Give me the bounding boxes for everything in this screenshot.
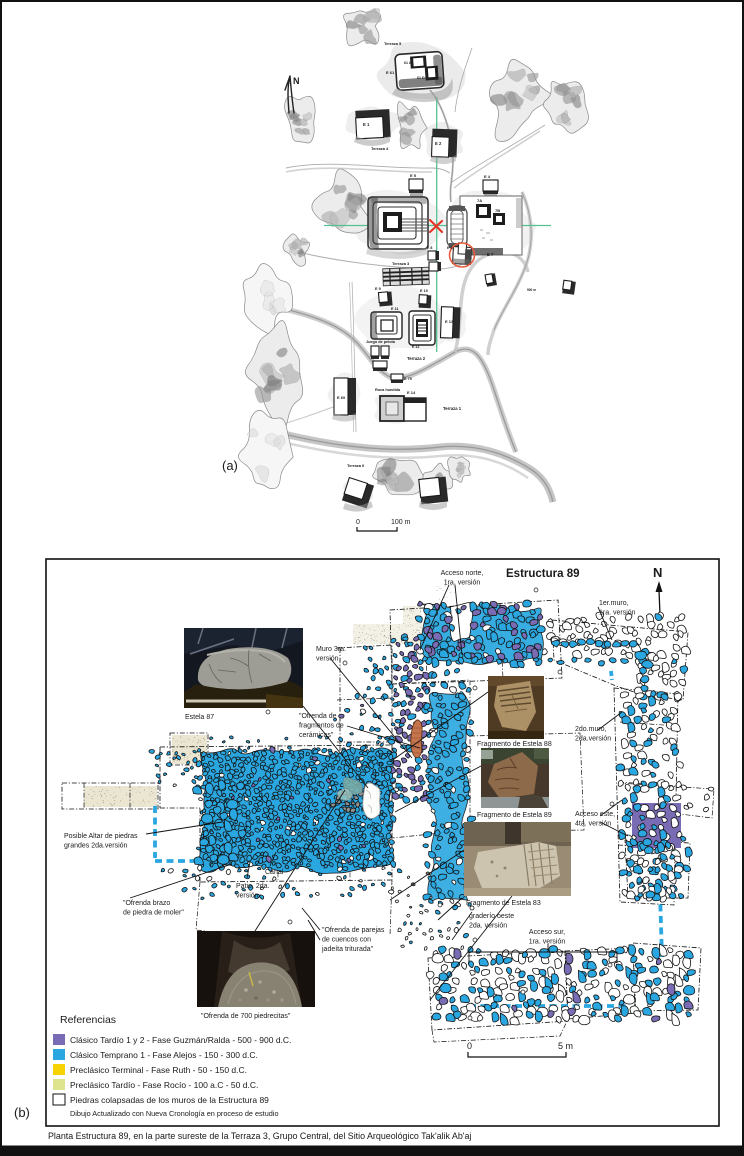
svg-text:E 60: E 60 — [337, 395, 346, 400]
svg-text:Acceso sur,: Acceso sur, — [529, 929, 565, 936]
svg-text:Dibujo Actualizado con Nueva C: Dibujo Actualizado con Nueva Cronología … — [70, 1109, 279, 1118]
svg-text:900 m: 900 m — [527, 288, 536, 292]
svg-text:de cuencos con: de cuencos con — [322, 937, 371, 944]
svg-text:100 m: 100 m — [391, 519, 411, 526]
svg-text:E 11: E 11 — [391, 307, 399, 311]
svg-text:"Ofrenda brazo: "Ofrenda brazo — [123, 900, 170, 907]
svg-text:E 1: E 1 — [363, 122, 370, 127]
svg-text:(a): (a) — [222, 458, 238, 473]
svg-text:Acceso este,: Acceso este, — [575, 811, 615, 818]
svg-text:E 13: E 13 — [445, 319, 454, 324]
svg-text:E 10: E 10 — [420, 289, 428, 293]
svg-text:Fragmento de Estela 88: Fragmento de Estela 88 — [477, 741, 552, 748]
svg-text:Estela 87: Estela 87 — [185, 714, 214, 721]
svg-text:(b): (b) — [14, 1105, 30, 1120]
svg-text:2da. versión: 2da. versión — [469, 923, 507, 930]
svg-text:jadeíta triturada": jadeíta triturada" — [321, 946, 374, 953]
svg-text:E 12: E 12 — [412, 345, 419, 349]
svg-text:7B: 7B — [495, 208, 500, 213]
svg-text:Juego de pelota: Juego de pelota — [366, 340, 396, 344]
svg-text:de piedra de moler": de piedra de moler" — [123, 910, 184, 917]
svg-text:"Ofrenda de parejas: "Ofrenda de parejas — [322, 927, 385, 934]
svg-text:"Ofrenda de: "Ofrenda de — [299, 713, 337, 720]
svg-text:Piedras colapsadas de los muro: Piedras colapsadas de los muros de la Es… — [70, 1095, 269, 1105]
svg-text:Preclásico Terminal - Fase Rut: Preclásico Terminal - Fase Ruth - 50 - 1… — [70, 1065, 247, 1075]
svg-text:2do.muro,: 2do.muro, — [575, 726, 607, 733]
svg-text:Preclásico Tardío - Fase Rocío: Preclásico Tardío - Fase Rocío - 100 a.C… — [70, 1080, 258, 1090]
svg-text:Fragmento de Estela 89: Fragmento de Estela 89 — [477, 812, 552, 819]
svg-text:E 79: E 79 — [404, 377, 412, 381]
svg-text:E 5: E 5 — [410, 173, 417, 178]
svg-text:Terraza 2: Terraza 2 — [407, 356, 426, 361]
svg-text:0: 0 — [467, 1041, 472, 1051]
svg-text:Clásico Temprano 1 - Fase Alej: Clásico Temprano 1 - Fase Alejos - 150 -… — [70, 1050, 258, 1060]
svg-text:61 A: 61 A — [404, 61, 412, 65]
svg-text:E 9: E 9 — [375, 287, 381, 291]
svg-text:1er.muro,: 1er.muro, — [599, 600, 629, 607]
svg-text:5 m: 5 m — [558, 1041, 573, 1051]
svg-text:Terraza 0: Terraza 0 — [347, 463, 365, 468]
svg-text:E 6: E 6 — [447, 246, 452, 250]
svg-text:Acceso norte,: Acceso norte, — [441, 570, 484, 577]
svg-text:Terraza 1: Terraza 1 — [443, 406, 462, 411]
svg-text:graderío oeste: graderío oeste — [469, 913, 514, 920]
svg-text:E 61: E 61 — [386, 70, 395, 75]
svg-text:Roca hundida: Roca hundida — [375, 388, 401, 392]
svg-text:Posible Altar de piedras: Posible Altar de piedras — [64, 833, 138, 840]
svg-text:Fragmento de Estela 83: Fragmento de Estela 83 — [466, 900, 541, 907]
svg-text:E 2: E 2 — [435, 141, 442, 146]
svg-text:E 8: E 8 — [427, 246, 432, 250]
svg-text:fragmentos de: fragmentos de — [299, 723, 344, 730]
svg-text:Terraza 3: Terraza 3 — [392, 261, 410, 266]
svg-text:4ta. versión: 4ta. versión — [575, 821, 611, 828]
svg-text:versión: versión — [316, 656, 339, 663]
svg-text:Terraza 4: Terraza 4 — [371, 146, 389, 151]
svg-text:E 7: E 7 — [487, 252, 494, 257]
svg-text:1ra. versión: 1ra. versión — [529, 939, 566, 946]
svg-text:Muro 3ra.: Muro 3ra. — [316, 646, 346, 653]
svg-text:"Ofrenda de 700 piedrecitas": "Ofrenda de 700 piedrecitas" — [201, 1013, 291, 1020]
svg-text:0: 0 — [356, 519, 360, 526]
svg-text:grandes 2da.versión: grandes 2da.versión — [64, 843, 128, 850]
svg-text:61 D: 61 D — [417, 76, 425, 80]
svg-text:cerámicas": cerámicas" — [299, 732, 334, 739]
svg-text:versión: versión — [236, 893, 259, 900]
svg-text:1ra. versión: 1ra. versión — [444, 580, 481, 587]
svg-text:N: N — [653, 565, 662, 580]
svg-text:1ra. versión: 1ra. versión — [599, 610, 636, 617]
svg-text:Terraza 5: Terraza 5 — [384, 41, 402, 46]
svg-text:Canal: Canal — [265, 869, 284, 876]
svg-text:E 14: E 14 — [407, 390, 416, 395]
svg-text:7A: 7A — [477, 198, 482, 203]
svg-text:Patio, 2da.: Patio, 2da. — [236, 883, 270, 890]
svg-text:E 4: E 4 — [484, 174, 491, 179]
svg-text:N: N — [293, 76, 300, 86]
svg-text:Referencias: Referencias — [60, 1014, 116, 1026]
svg-text:Planta Estructura 89, en la pa: Planta Estructura 89, en la parte surest… — [48, 1131, 471, 1141]
svg-text:Estructura 89: Estructura 89 — [506, 568, 580, 580]
svg-text:2da.versión: 2da.versión — [575, 736, 611, 743]
svg-text:Clásico Tardío 1 y 2 - Fase Gu: Clásico Tardío 1 y 2 - Fase Guzmán/Ralda… — [70, 1035, 291, 1045]
